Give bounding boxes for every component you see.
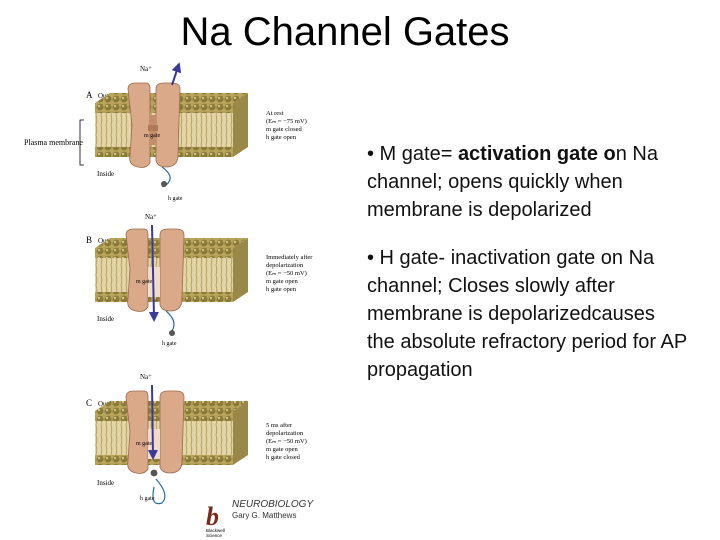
panel-b-notes: Immediately after depolarization (Eₘ = −… (266, 254, 313, 293)
panel-b-ion: Na⁺ (145, 213, 157, 221)
bullet-h-gate-text: • H gate- inactivation gate on Na channe… (367, 247, 687, 381)
blackwell-logo: b (206, 502, 219, 531)
bullet-m-gate: • M gate= activation gate on Na channel;… (367, 140, 687, 224)
panel-b-letter: B (86, 235, 92, 245)
panel-c-note-5: h gate closed (266, 454, 301, 461)
panel-a-notes: At rest (Eₘ = −75 mV) m gate closed h ga… (266, 110, 307, 141)
panel-c-notes: 5 ms after depolarization (Eₘ = −50 mV) … (266, 422, 307, 461)
slide-title: Na Channel Gates (180, 10, 510, 54)
panel-a-m-gate-label: m gate (144, 133, 160, 139)
panel-a-channel (127, 82, 181, 168)
panel-a-h-gate-ball (161, 181, 167, 187)
panel-c-na-arrow (147, 384, 158, 460)
panel-a-letter: A (86, 90, 93, 100)
panel-a-note-4: h gate open (266, 134, 297, 141)
panel-c: C Outside Inside Na⁺ m gate h gate (86, 373, 307, 505)
panel-a: A Outside Inside Na⁺ m gate h gate (86, 62, 307, 202)
panel-a-h-gate-label: h gate (168, 196, 183, 202)
panel-a-note-1: At rest (266, 110, 284, 117)
publisher-credit: b Blackwell Science NEUROBIOLOGY Gary G.… (206, 499, 314, 538)
publisher-line-2: Science (206, 533, 223, 538)
panel-a-note-2: (Eₘ = −75 mV) (266, 118, 307, 125)
bullet-list: • M gate= activation gate on Na channel;… (367, 140, 687, 404)
panel-b-note-4: m gate open (266, 278, 299, 285)
panel-c-note-4: m gate open (266, 446, 299, 453)
panel-b-note-1: Immediately after (266, 254, 313, 261)
book-title: NEUROBIOLOGY (232, 499, 314, 510)
panel-b-note-5: h gate open (266, 286, 297, 293)
panel-b-m-gate-label: m gate (136, 279, 152, 285)
panel-a-note-3: m gate closed (266, 126, 302, 133)
panel-b-inside: Inside (97, 315, 114, 323)
panel-a-na-arrow (171, 62, 182, 86)
panel-c-h-gate-ball (150, 469, 158, 477)
panel-c-m-gate-label: m gate (136, 441, 152, 447)
plasma-membrane-bracket (79, 119, 84, 166)
panel-c-note-2: depolarization (266, 430, 304, 437)
panel-c-letter: C (86, 398, 92, 408)
panel-b-h-gate-label: h gate (162, 341, 177, 347)
panel-c-h-gate-label: h gate (140, 496, 155, 502)
panel-a-m-gate-closed (148, 125, 158, 131)
panel-c-channel (125, 390, 185, 474)
panel-c-note-1: 5 ms after (266, 422, 293, 429)
panel-b-channel (125, 228, 185, 312)
panel-a-inside: Inside (97, 170, 114, 178)
bullet-h-gate: • H gate- inactivation gate on Na channe… (367, 244, 687, 384)
panel-b-na-arrow (148, 224, 159, 322)
publisher-line-1: Blackwell (206, 528, 225, 533)
panel-c-ion: Na⁺ (140, 373, 152, 381)
panel-b-note-2: depolarization (266, 262, 304, 269)
panel-c-note-3: (Eₘ = −50 mV) (266, 438, 307, 445)
panel-a-ion: Na⁺ (140, 65, 152, 73)
panel-b-h-gate-tether (165, 310, 175, 332)
bullet-m-gate-rest: n Na channel; opens quickly when membran… (367, 143, 658, 221)
book-author: Gary G. Matthews (232, 511, 296, 520)
panel-c-h-gate-tether (152, 478, 166, 505)
na-channel-diagram: Plasma membrane A Outside Inside Na⁺ m g… (24, 62, 314, 538)
plasma-membrane-label: Plasma membrane (24, 138, 83, 147)
bullet-m-gate-prefix: • M gate= (367, 143, 458, 165)
bullet-m-gate-bold: activation gate o (457, 143, 616, 165)
panel-b: B Outside Inside Na⁺ m gate h gate (86, 213, 313, 347)
panel-b-h-gate-ball (169, 330, 175, 336)
panel-c-inside: Inside (97, 479, 114, 487)
panel-b-note-3: (Eₘ = −50 mV) (266, 270, 307, 277)
na-channel-figure: Plasma membrane A Outside Inside Na⁺ m g… (0, 55, 330, 540)
